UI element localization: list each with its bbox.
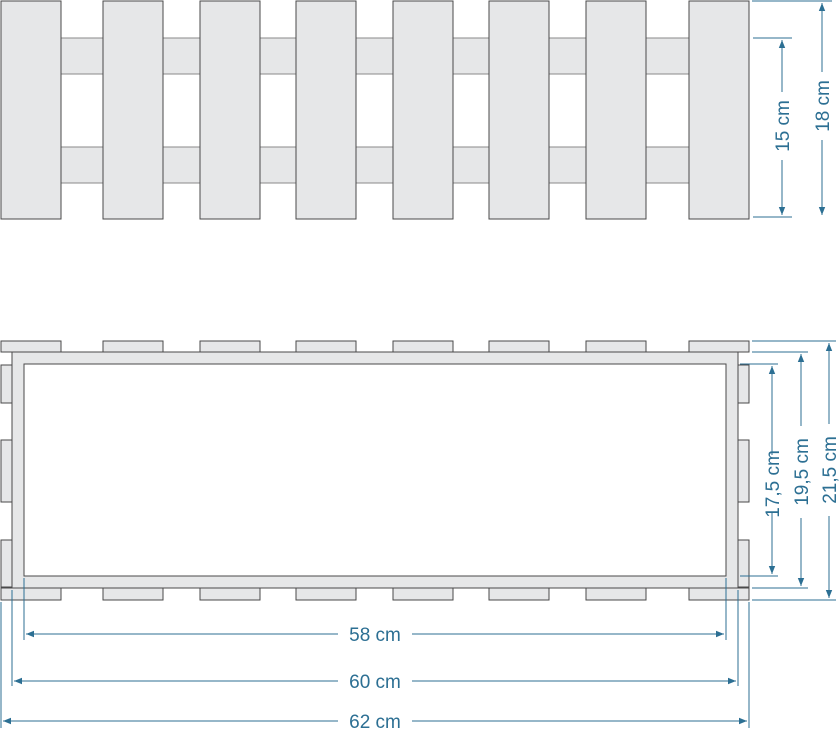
- left-picket-end-1: [0, 364, 13, 404]
- picket-4: [295, 0, 357, 220]
- bottom-picket-end-3: [199, 587, 261, 601]
- picket-7: [585, 0, 647, 220]
- bottom-picket-end-4: [295, 587, 357, 601]
- top-picket-end-7: [585, 340, 647, 353]
- right-picket-end-1: [737, 364, 750, 404]
- dimension-label-60cm: 60 cm: [349, 672, 401, 693]
- dimension-label-21-5cm: 21,5 cm: [820, 436, 839, 504]
- bottom-picket-end-2: [102, 587, 164, 601]
- dimension-label-15cm: 15 cm: [773, 100, 794, 152]
- dimension-outer-width: 62 cm: [3, 712, 747, 732]
- picket-1: [0, 0, 62, 220]
- bottom-picket-end-6: [488, 587, 550, 601]
- dimension-mid-depth: 19,5 cm: [752, 351, 813, 589]
- top-picket-end-1: [0, 340, 62, 353]
- picket-6: [488, 0, 550, 220]
- picket-2: [102, 0, 164, 220]
- bottom-picket-end-5: [392, 587, 454, 601]
- picket-3: [199, 0, 261, 220]
- left-picket-end-3: [0, 539, 13, 588]
- dimension-label-19-5cm: 19,5 cm: [792, 438, 813, 506]
- dimension-label-17-5cm: 17,5 cm: [763, 450, 784, 518]
- bottom-picket-end-1: [0, 587, 62, 601]
- side-elevation-view: 15 cm 18 cm: [0, 0, 834, 220]
- picket-5: [392, 0, 454, 220]
- left-picket-end-2: [0, 439, 13, 503]
- dimension-label-18cm: 18 cm: [813, 80, 834, 132]
- picket-8: [688, 0, 750, 220]
- bottom-picket-end-7: [585, 587, 647, 601]
- right-picket-end-2: [737, 439, 750, 503]
- top-picket-end-5: [392, 340, 454, 353]
- dimension-inner-width: 58 cm: [26, 625, 724, 646]
- top-picket-end-6: [488, 340, 550, 353]
- top-picket-end-3: [199, 340, 261, 353]
- dimension-outer-height: 18 cm: [752, 0, 834, 215]
- right-picket-end-3: [737, 539, 750, 588]
- dimension-label-58cm: 58 cm: [349, 625, 401, 646]
- upper-rail: [59, 37, 691, 75]
- dimension-label-62cm: 62 cm: [349, 712, 401, 732]
- box-interior: [23, 363, 727, 577]
- bottom-picket-end-8: [688, 587, 750, 601]
- top-picket-end-8: [688, 340, 750, 353]
- lower-rail: [59, 146, 691, 184]
- top-picket-end-4: [295, 340, 357, 353]
- dimension-mid-width: 60 cm: [14, 672, 736, 693]
- dimension-inner-depth: 17,5 cm: [740, 363, 784, 577]
- dimension-outer-depth: 21,5 cm: [752, 340, 839, 601]
- dimension-inner-height: 15 cm: [753, 37, 794, 218]
- top-picket-end-2: [102, 340, 164, 353]
- plan-view: 17,5 cm 19,5 cm 21,5 cm 58 cm: [0, 340, 839, 732]
